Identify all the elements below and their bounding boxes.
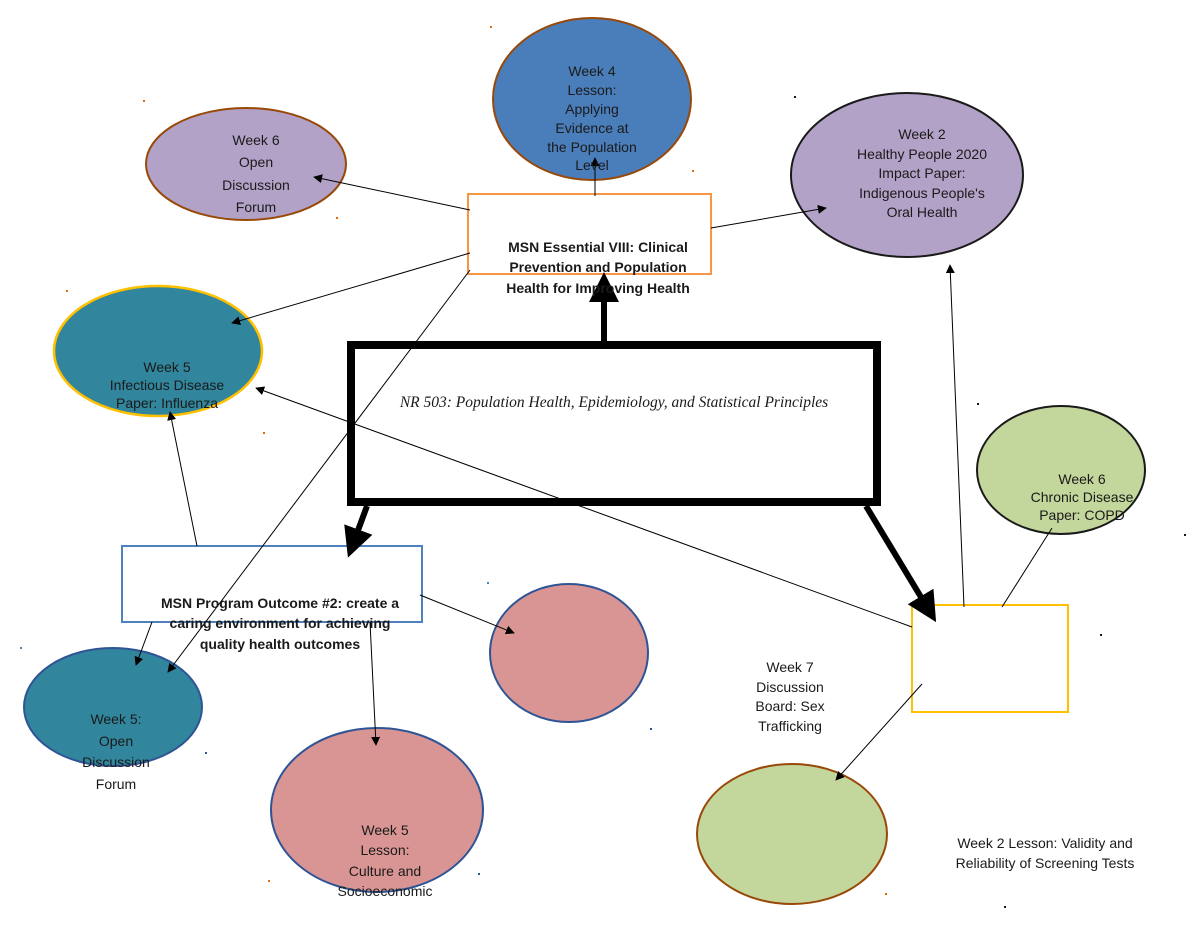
arrow-essential-to-week6forum (313, 174, 471, 211)
week4-line-2: Lesson: (567, 81, 617, 98)
week6-forum-ellipse (145, 107, 347, 221)
week5-forum-ellipse (23, 647, 203, 767)
week5-infectious-line-2: Infectious Disease (109, 377, 225, 394)
arrow-outcome-to-pink (419, 594, 515, 635)
line-yellow-to-chronic (1001, 527, 1053, 608)
essential-line-3: Health for Improving Health (506, 279, 690, 296)
week5-forum-text: Week 5: Open Discussion Forum (66, 709, 166, 796)
week7-line-4: Trafficking (758, 717, 822, 734)
week6-forum-line-4: Forum (235, 199, 277, 216)
week7-board-text: Week 7 Discussion Board: Sex Trafficking (740, 658, 840, 736)
arrow-outcome-to-week5lesson (369, 621, 381, 746)
essential-line-1: MSN Essential VIII: Clinical (508, 239, 688, 255)
arrow-central-to-outcome (344, 504, 373, 558)
central-box (347, 341, 881, 506)
week2-paper-line-1: Week 2 (898, 126, 946, 142)
week2-paper-line-3: Impact Paper: (878, 165, 966, 182)
arrow-essential-to-week5forum (167, 269, 471, 673)
arrow-outcome-to-week5infectious (167, 411, 198, 547)
arrow-yellow-to-week2paper (945, 264, 965, 608)
outcome-box (121, 545, 423, 623)
week2-lesson-line-2: Reliability of Screening Tests (955, 855, 1135, 872)
green-empty-ellipse (696, 763, 888, 905)
week7-line-1: Week 7 (766, 659, 814, 675)
week2-paper-line-2: Healthy People 2020 (857, 145, 987, 162)
week5-infectious-text: Week 5 Infectious Disease Paper: Influen… (92, 358, 242, 413)
week5-infectious-line-1: Week 5 (143, 359, 191, 375)
pink-empty-ellipse (489, 583, 649, 723)
essential-line-2: Prevention and Population (509, 259, 687, 276)
week4-line-4: Evidence at (555, 119, 629, 136)
week6-forum-text: Week 6 Open Discussion Forum (196, 129, 316, 219)
week5-forum-line-3: Discussion (82, 754, 150, 771)
week2-paper-line-5: Oral Health (886, 204, 958, 221)
week6-forum-line-2: Open (238, 154, 274, 171)
week6-chronic-text: Week 6 Chronic Disease Paper: COPD (1022, 470, 1142, 525)
week5-lesson-line-3: Culture and (348, 862, 422, 879)
arrow-central-to-yellow (863, 504, 937, 623)
week6-chronic-line-2: Chronic Disease (1030, 489, 1134, 506)
essential-box (467, 193, 712, 275)
week2-paper-line-4: Indigenous People's (859, 184, 985, 201)
arrow-yellow-to-green (835, 683, 923, 781)
week2-paper-ellipse (790, 92, 1024, 258)
central-title: NR 503: Population Health, Epidemiology,… (356, 392, 872, 414)
week4-line-1: Week 4 (568, 63, 616, 79)
outcome-line-2: caring environment for achieving (169, 615, 391, 632)
arrow-essential-to-week2paper (710, 204, 827, 229)
week4-line-3: Applying (565, 100, 619, 117)
arrow-yellow-to-week5infectious (255, 386, 913, 628)
arrow-outcome-to-week5forum (134, 621, 153, 666)
week4-lesson-text: Week 4 Lesson: Applying Evidence at the … (527, 62, 657, 175)
week4-line-6: Level (575, 157, 609, 174)
week6-chronic-line-1: Week 6 (1058, 471, 1106, 487)
week2-paper-text: Week 2 Healthy People 2020 Impact Paper:… (842, 125, 1002, 223)
week5-lesson-line-4: Socioeconomic (337, 882, 433, 899)
week7-line-3: Board: Sex (755, 698, 825, 715)
decorative-specks (20, 26, 1186, 908)
yellow-box (911, 604, 1069, 713)
week5-lesson-text: Week 5 Lesson: Culture and Socioeconomic (325, 820, 445, 901)
week5-lesson-ellipse (270, 727, 484, 893)
week5-forum-line-2: Open (98, 732, 134, 749)
week7-line-2: Discussion (756, 678, 824, 695)
week6-forum-line-3: Discussion (222, 176, 290, 193)
outcome-line-1: MSN Program Outcome #2: create a (160, 595, 400, 611)
arrow-essential-to-week5infectious (231, 252, 471, 326)
essential-text: MSN Essential VIII: Clinical Prevention … (478, 237, 718, 298)
week6-forum-line-1: Week 6 (232, 132, 280, 148)
week5-forum-line-1: Week 5: (90, 711, 142, 727)
week2-lesson-line-1: Week 2 Lesson: Validity and (957, 835, 1133, 851)
outcome-text: MSN Program Outcome #2: create a caring … (140, 593, 420, 654)
week6-chronic-ellipse (976, 405, 1146, 535)
week5-infectious-ellipse (52, 284, 264, 418)
week5-lesson-line-1: Week 5 (361, 822, 409, 838)
week4-line-5: the Population (547, 138, 637, 155)
week4-lesson-ellipse (492, 17, 692, 181)
week5-lesson-line-2: Lesson: (360, 842, 410, 859)
week6-chronic-line-3: Paper: COPD (1039, 507, 1125, 524)
week2-lesson-text: Week 2 Lesson: Validity and Reliability … (935, 833, 1155, 874)
central-title-text: NR 503: Population Health, Epidemiology,… (399, 394, 829, 411)
week5-forum-line-4: Forum (95, 776, 137, 793)
outcome-line-3: quality health outcomes (199, 635, 361, 652)
week5-infectious-line-3: Paper: Influenza (116, 395, 218, 412)
